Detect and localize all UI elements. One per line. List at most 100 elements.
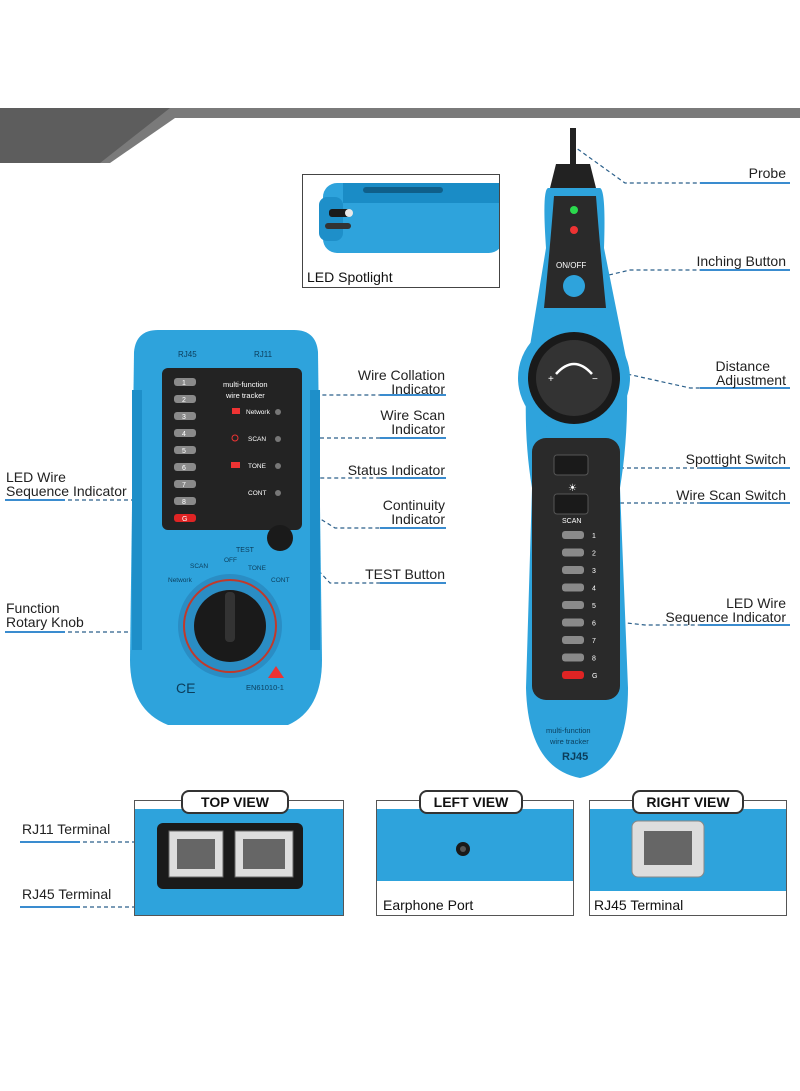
led-label-4: 4 <box>182 431 186 438</box>
left-view-illustration <box>377 809 573 881</box>
indicator-tone-label: TONE <box>248 463 267 470</box>
spotlight-illustration <box>319 183 499 253</box>
led-3 <box>174 412 196 420</box>
label-led-wire-left-1: LED Wire <box>6 469 66 485</box>
tab-top-view: TOP VIEW <box>181 790 289 814</box>
probe-title-2: wire tracker <box>549 737 589 746</box>
standard-label: EN61010-1 <box>246 683 284 692</box>
dial-network: Network <box>168 577 193 584</box>
led-1 <box>174 378 196 386</box>
panel-title-1: multi-function <box>223 380 268 389</box>
wire-scan-switch <box>553 493 589 515</box>
label-wire-scan-1: Wire Scan <box>380 407 445 423</box>
label-distance-2: Adjustment <box>715 372 786 388</box>
panel-title-2: wire tracker <box>225 391 265 400</box>
led-label-8: 8 <box>592 656 596 663</box>
led-label-G: G <box>592 673 597 680</box>
led-label-6: 6 <box>592 621 596 628</box>
led-1 <box>562 531 584 539</box>
label-rj45-terminal-right: RJ45 Terminal <box>594 897 684 913</box>
top-view-box <box>134 800 344 916</box>
led-7 <box>174 480 196 488</box>
right-view-box: RJ45 Terminal <box>589 800 787 916</box>
cont-led <box>275 490 281 496</box>
indicator-cont-label: CONT <box>248 490 266 497</box>
indicator-network-label: Network <box>246 409 271 416</box>
led-2 <box>174 395 196 403</box>
wire-tester-device: RJ45 RJ11 multi-function wire tracker 12… <box>130 330 322 725</box>
led-label-4: 4 <box>592 586 596 593</box>
label-led-wire-left-2: Sequence Indicator <box>6 483 127 499</box>
probe-model: RJ45 <box>562 751 588 763</box>
tab-left-view: LEFT VIEW <box>419 790 523 814</box>
dial-off: OFF <box>224 557 237 564</box>
port-label-rj11: RJ11 <box>254 350 273 359</box>
label-wire-collation-2: Indicator <box>391 381 445 397</box>
label-continuity-1: Continuity <box>382 497 445 513</box>
test-button <box>267 525 293 551</box>
label-rj11-terminal: RJ11 Terminal <box>22 821 111 837</box>
led-2 <box>562 548 584 557</box>
led-G <box>562 671 584 679</box>
inching-button <box>563 275 585 297</box>
led-4 <box>174 429 196 437</box>
led-label-2: 2 <box>592 551 596 558</box>
label-wire-collation-1: Wire Collation <box>357 367 445 383</box>
led-7 <box>562 636 584 644</box>
dial-scan: SCAN <box>190 563 208 570</box>
led-label-8: 8 <box>182 499 186 506</box>
led-label-7: 7 <box>592 638 596 645</box>
svg-text:☀: ☀ <box>568 483 577 494</box>
led-label-2: 2 <box>182 397 186 404</box>
label-function-2: Rotary Knob <box>6 614 84 630</box>
spotlight-inset: LED Spotlight <box>302 174 500 288</box>
network-led <box>275 409 281 415</box>
label-rj45-terminal: RJ45 Terminal <box>22 886 112 902</box>
spotlight-switch <box>553 454 589 476</box>
probe-title-1: multi-function <box>546 726 591 735</box>
label-probe: Probe <box>748 165 786 181</box>
label-wire-scan-switch: Wire Scan Switch <box>676 487 786 503</box>
test-label: TEST <box>236 547 255 554</box>
label-earphone-port: Earphone Port <box>383 897 474 913</box>
led-3 <box>562 566 584 574</box>
spotlight-caption: LED Spotlight <box>307 269 393 285</box>
display-panel <box>162 368 302 530</box>
tone-led <box>275 463 281 469</box>
led-5 <box>174 446 196 454</box>
tab-right-view: RIGHT VIEW <box>632 790 744 814</box>
ce-mark: CE <box>176 680 195 696</box>
led-8 <box>562 653 584 662</box>
led-label-1: 1 <box>592 533 596 540</box>
red-led <box>570 226 578 234</box>
led-label-3: 3 <box>592 568 596 575</box>
led-label-G: G <box>182 516 187 523</box>
dial-cont: CONT <box>271 577 289 584</box>
svg-text:−: − <box>592 374 598 385</box>
probe-onoff-label: ON/OFF <box>556 261 586 270</box>
probe-scan-label: SCAN <box>562 518 581 525</box>
label-wire-scan-2: Indicator <box>391 421 445 437</box>
header-banner <box>0 108 800 163</box>
right-view-illustration <box>590 809 786 891</box>
led-6 <box>174 463 196 471</box>
led-label-3: 3 <box>182 414 186 421</box>
label-continuity-2: Indicator <box>391 511 445 527</box>
led-6 <box>562 618 584 627</box>
distance-knob <box>536 340 612 416</box>
led-label-5: 5 <box>592 603 596 610</box>
led-label-5: 5 <box>182 448 186 455</box>
led-5 <box>562 601 584 609</box>
led-4 <box>562 583 584 592</box>
led-label-6: 6 <box>182 465 186 472</box>
scan-led <box>275 436 281 442</box>
label-status-indicator: Status Indicator <box>347 462 445 478</box>
label-led-wire-right-1: LED Wire <box>726 595 786 611</box>
label-led-wire-right-2: Sequence Indicator <box>665 609 786 625</box>
left-view-box: Earphone Port <box>376 800 574 916</box>
green-led <box>570 206 578 214</box>
label-function-1: Function <box>6 600 60 616</box>
label-test-button: TEST Button <box>365 566 445 582</box>
